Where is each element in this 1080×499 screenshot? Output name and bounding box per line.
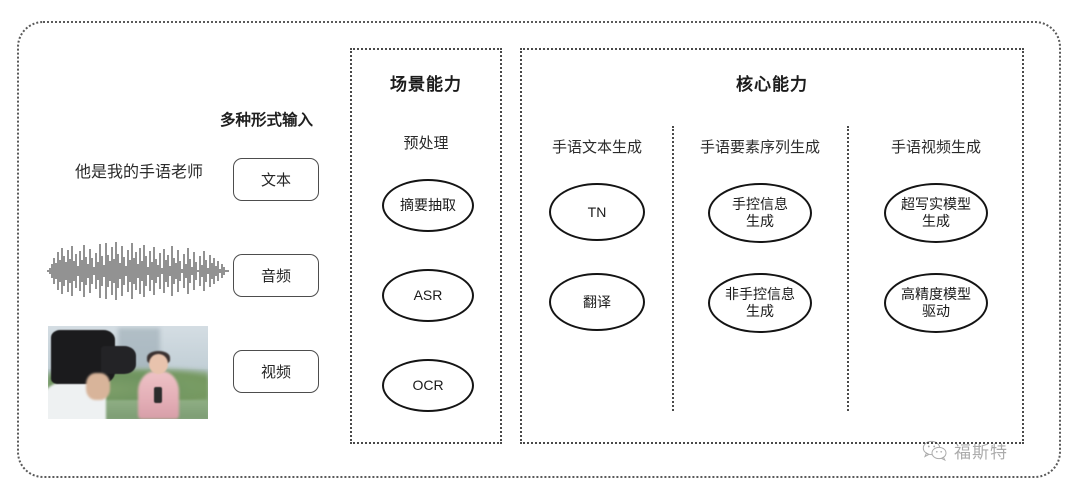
sample-text-label: 他是我的手语老师 <box>74 164 203 181</box>
thumbnail-microphone <box>153 387 162 404</box>
scene-node-summary-extraction[interactable]: 摘要抽取 <box>382 179 474 232</box>
input-section: 多种形式输入 他是我的手语老师 <box>24 30 336 470</box>
core-node-manual-info-generation[interactable]: 手控信息 生成 <box>708 183 812 243</box>
core-column-sign-text-generation: 手语文本生成 TN 翻译 <box>522 50 672 442</box>
scene-capability-title: 场景能力 <box>390 75 462 94</box>
input-type-button-text[interactable]: 文本 <box>233 158 319 201</box>
core-capability-panel: 核心能力 手语文本生成 TN 翻译 手语要素序列生成 手控信息 生成 非手控信息… <box>520 48 1024 444</box>
core-column-label-sign-video-generation: 手语视频生成 <box>890 139 981 156</box>
input-section-heading: 多种形式输入 <box>220 112 314 129</box>
core-column-label-sign-element-sequence-generation: 手语要素序列生成 <box>699 139 820 156</box>
video-thumbnail <box>48 326 208 419</box>
watermark-text: 福斯特 <box>954 443 1008 462</box>
thumbnail-camera-lens <box>100 346 136 375</box>
audio-waveform-icon <box>46 240 232 302</box>
scene-group-label-preprocessing: 预处理 <box>403 135 449 152</box>
wechat-icon <box>922 440 948 462</box>
core-node-translation[interactable]: 翻译 <box>549 273 645 331</box>
core-column-label-sign-text-generation: 手语文本生成 <box>551 139 642 156</box>
scene-node-ocr[interactable]: OCR <box>382 359 474 412</box>
scene-node-asr[interactable]: ASR <box>382 269 474 322</box>
core-capability-title: 核心能力 <box>736 75 808 94</box>
core-column-divider-2 <box>847 126 849 411</box>
input-type-button-audio[interactable]: 音频 <box>233 254 319 297</box>
thumbnail-camera-arm <box>86 372 111 401</box>
thumbnail-reporter-head <box>148 353 168 375</box>
core-column-sign-video-generation: 手语视频生成 超写实模型 生成 高精度模型 驱动 <box>848 50 1024 442</box>
core-node-high-precision-model-driving[interactable]: 高精度模型 驱动 <box>884 273 988 333</box>
input-type-button-video[interactable]: 视频 <box>233 350 319 393</box>
core-column-divider-1 <box>672 126 674 411</box>
core-column-sign-element-sequence-generation: 手语要素序列生成 手控信息 生成 非手控信息 生成 <box>674 50 846 442</box>
core-node-nonmanual-info-generation[interactable]: 非手控信息 生成 <box>708 273 812 333</box>
core-node-tn[interactable]: TN <box>549 183 645 241</box>
core-node-hyperrealistic-model-generation[interactable]: 超写实模型 生成 <box>884 183 988 243</box>
scene-capability-panel: 场景能力 预处理 摘要抽取 ASR OCR <box>350 48 502 444</box>
watermark: 福斯特 <box>922 438 1008 463</box>
diagram-outer-frame <box>17 21 1061 478</box>
